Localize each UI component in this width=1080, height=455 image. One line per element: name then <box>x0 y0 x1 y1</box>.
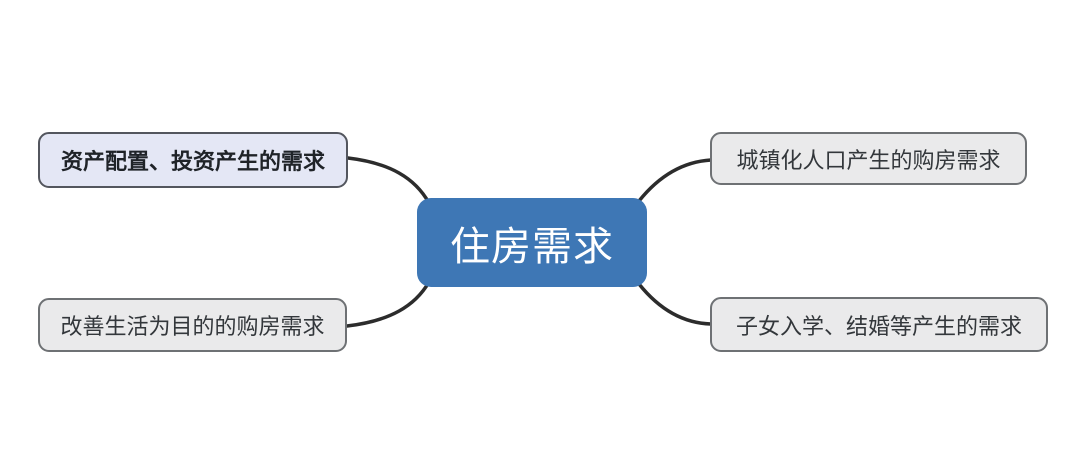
root-node-housing-demand[interactable]: 住房需求 <box>417 198 647 287</box>
connector-bottom-right <box>637 282 713 326</box>
branch-node-asset-investment-demand[interactable]: 资产配置、投资产生的需求 <box>38 132 348 188</box>
connector-bottom-left <box>345 280 431 328</box>
branch-node-urbanization-demand[interactable]: 城镇化人口产生的购房需求 <box>710 132 1027 185</box>
connector-top-left <box>346 156 431 205</box>
connector-top-right <box>637 158 713 203</box>
branch-node-life-improvement-demand[interactable]: 改善生活为目的的购房需求 <box>38 298 347 352</box>
branch-node-schooling-marriage-demand[interactable]: 子女入学、结婚等产生的需求 <box>710 297 1048 352</box>
